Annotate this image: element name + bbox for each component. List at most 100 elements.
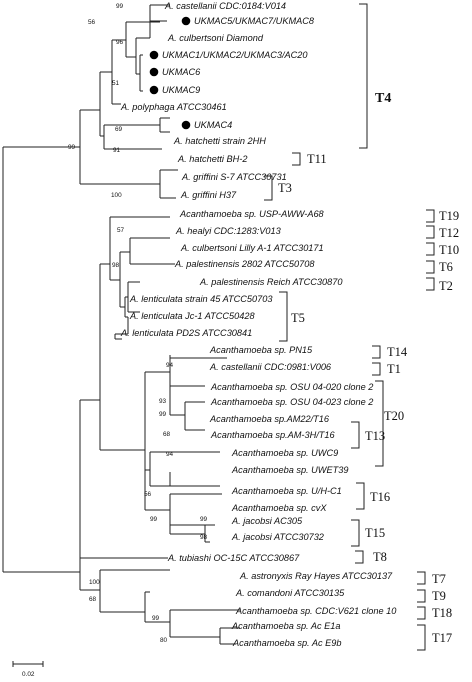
taxon-label-am22: Acanthamoeba sp.AM22/T16 [209,414,330,424]
taxon-label-ac_e9b: Acanthamoeba sp. Ac E9b [232,638,341,648]
bootstrap-value: 80 [160,637,168,644]
taxon-label-hatchetti_2hh: A. hatchetti strain 2HH [173,136,266,146]
genotype-label-t17: T17 [432,631,452,645]
taxon-label-castellanii_0184: A. castellanii CDC:0184:V014 [164,1,286,11]
isolate-marker-icon [149,85,159,95]
bootstrap-value: 56 [88,19,96,26]
taxon-label-ukmac4: UKMAC4 [194,120,232,130]
genotype-label-t2: T2 [439,279,453,293]
bootstrap-value: 100 [111,192,122,199]
taxon-label-uhc1: Acanthamoeba sp. U/H-C1 [231,486,342,496]
genotype-label-t1: T1 [387,362,401,376]
genotype-bracket [355,550,364,564]
taxon-label-osu_020: Acanthamoeba sp. OSU 04-020 clone 2 [210,382,373,392]
isolate-marker-icon [181,120,191,130]
bootstrap-value: 98 [200,534,208,541]
genotype-bracket [351,519,360,547]
taxon-label-uwc9: Acanthamoeba sp. UWC9 [231,448,338,458]
genotype-label-t4: T4 [375,91,391,106]
bootstrap-value: 57 [117,227,125,234]
genotype-label-t5: T5 [291,311,305,325]
genotype-label-t9: T9 [432,589,446,603]
taxon-label-lenticulata_jc1: A. lenticulata Jc-1 ATCC50428 [129,311,255,321]
taxon-label-uwet39: Acanthamoeba sp. UWET39 [231,465,348,475]
taxon-label-palestinensis_2802: A. palestinensis 2802 ATCC50708 [174,259,315,269]
taxon-label-ukmac5: UKMAC5/UKMAC7/UKMAC8 [194,16,315,26]
taxon-label-lenticulata_pd2s: A. lenticulata PD2S ATCC30841 [120,328,252,338]
genotype-bracket [426,260,435,274]
genotype-bracket [426,242,435,256]
genotype-bracket [417,606,426,620]
taxon-labels: A. castellanii CDC:0184:V014UKMAC5/UKMAC… [120,1,397,648]
taxon-label-ukmac6: UKMAC6 [162,67,201,77]
genotype-label-t6: T6 [439,260,453,274]
genotype-bracket [356,482,365,510]
taxon-label-cvx: Acanthamoeba sp. cvX [231,503,327,513]
bootstrap-value: 93 [159,398,167,405]
bootstrap-value: 94 [166,451,174,458]
scale-bar-line [12,661,44,667]
genotype-label-t20: T20 [384,409,404,423]
taxon-label-castellanii_0981: A. castellanii CDC:0981:V006 [209,362,332,372]
taxon-label-griffini_s7: A. griffini S-7 ATCC30731 [181,172,287,182]
tree-branches [2,4,240,645]
genotype-label-t7: T7 [432,572,446,586]
genotype-label-t8: T8 [373,550,387,564]
genotype-label-t14: T14 [387,345,408,359]
genotype-bracket [372,345,381,359]
taxon-label-jacobsi_30732: A. jacobsi ATCC30732 [231,532,324,542]
genotype-bracket [351,421,360,449]
genotype-label-t10: T10 [439,243,459,257]
genotype-label-t18: T18 [432,606,452,620]
genotype-label-t16: T16 [370,490,390,504]
taxon-label-osu_023: Acanthamoeba sp. OSU 04-023 clone 2 [210,397,373,407]
scale-bar: 0.02 [12,661,44,678]
genotype-bracket [372,362,381,376]
genotype-bracket [426,277,435,291]
bootstrap-value: 99 [150,516,158,523]
isolate-marker-icon [181,16,191,26]
taxon-label-ac_e1a: Acanthamoeba sp. Ac E1a [231,621,340,631]
taxon-label-cdc_v621: Acanthamoeba sp. CDC:V621 clone 10 [235,606,397,616]
genotype-label-t12: T12 [439,226,459,240]
taxon-label-usp_aww: Acanthamoeba sp. USP-AWW-A68 [179,209,325,219]
genotype-bracket [417,624,426,651]
bootstrap-value: 96 [116,39,124,46]
taxon-label-comandoni: A. comandoni ATCC30135 [235,588,345,598]
taxon-label-ukmac1: UKMAC1/UKMAC2/UKMAC3/AC20 [162,50,308,60]
genotype-label-t15: T15 [365,526,385,540]
isolate-marker-icon [149,67,159,77]
genotype-bracket [279,291,288,342]
taxon-label-am3h: Acanthamoeba sp.AM-3H/T16 [210,430,335,440]
genotype-bracket [417,589,426,603]
bootstrap-value: 99 [200,516,208,523]
genotype-label-t13: T13 [365,429,385,443]
bootstrap-value: 98 [112,262,120,269]
taxon-label-healyi: A. healyi CDC:1283:V013 [175,226,282,236]
bootstrap-value: 99 [152,615,160,622]
taxon-label-hatchetti_bh2: A. hatchetti BH-2 [177,154,247,164]
taxon-label-pn15: Acanthamoeba sp. PN15 [209,345,313,355]
bootstrap-value: 68 [163,431,171,438]
bootstrap-value: 99 [68,144,76,151]
bootstrap-value: 69 [115,126,123,133]
isolate-marker-icon [149,50,159,60]
genotype-bracket [264,175,273,201]
genotype-bracket [426,209,435,223]
bootstrap-value: 100 [89,579,100,586]
taxon-label-lenticulata_45: A. lenticulata strain 45 ATCC50703 [129,294,273,304]
taxon-label-culbertsoni_lilly: A. culbertsoni Lilly A-1 ATCC30171 [180,243,324,253]
taxon-label-tubiashi: A. tubiashi OC-15C ATCC30867 [167,553,300,563]
genotype-bracket [417,571,426,585]
taxon-label-griffini_h37: A. griffini H37 [180,190,237,200]
bootstrap-value: 99 [159,411,167,418]
taxon-label-culbertsoni_diamond: A. culbertsoni Diamond [167,33,264,43]
genotype-bracket [426,225,435,239]
bootstrap-value: 68 [89,596,97,603]
genotype-group-brackets: T4T11T3T19T12T10T6T2T5T14T1T20T13T16T15T… [264,3,459,651]
genotype-label-t11: T11 [307,152,327,166]
bootstrap-value: 99 [116,3,124,10]
taxon-label-jacobsi_ac305: A. jacobsi AC305 [231,516,303,526]
